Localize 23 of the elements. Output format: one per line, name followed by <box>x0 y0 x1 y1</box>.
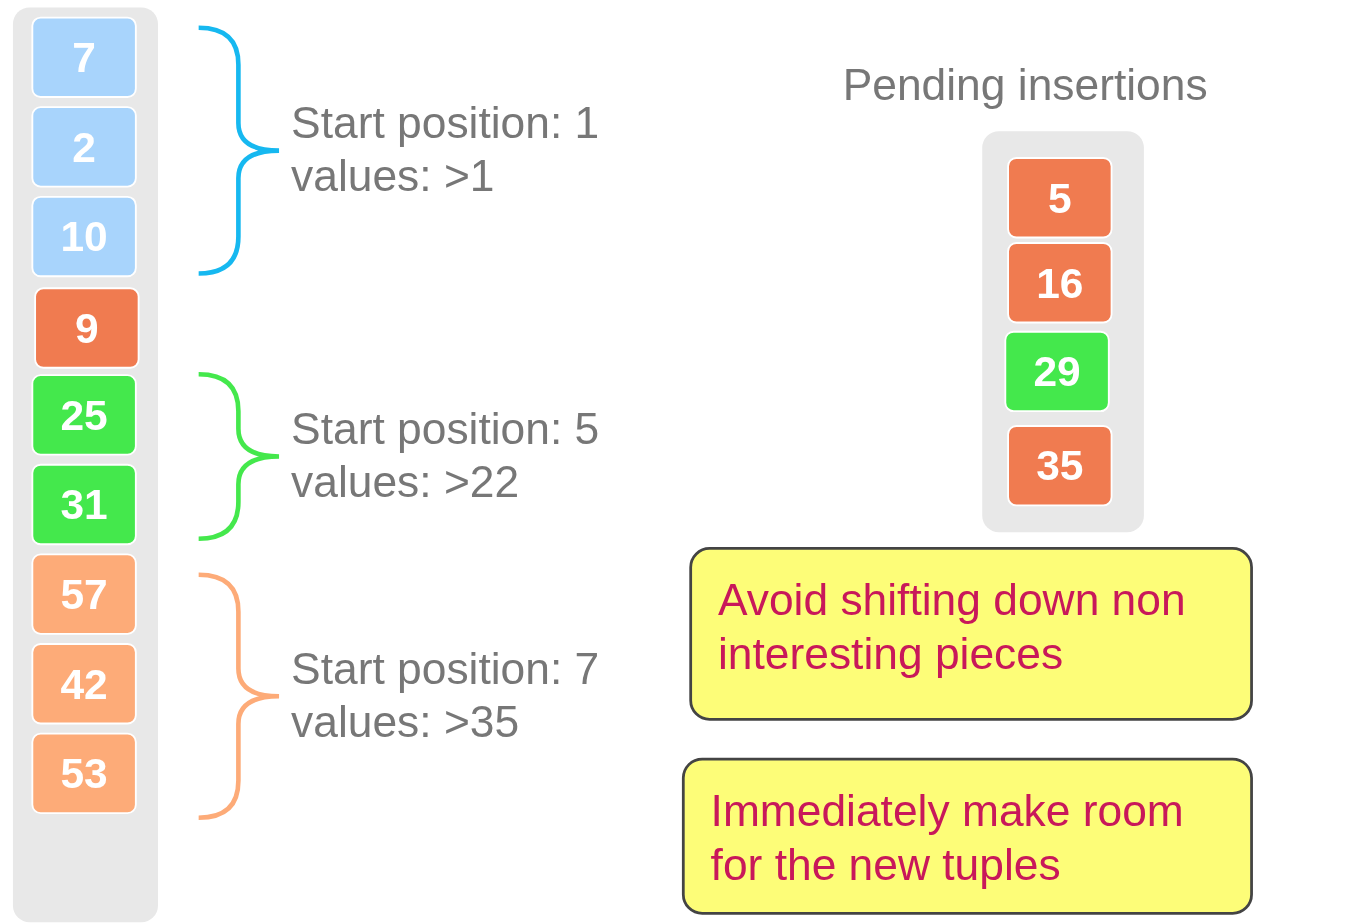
column-panel <box>12 7 158 923</box>
value-tile: 53 <box>31 732 137 815</box>
value-tile: 9 <box>34 287 140 369</box>
value-tile: 57 <box>31 553 137 635</box>
value-tile: 25 <box>31 374 137 456</box>
value-tile: 10 <box>31 195 137 278</box>
range-note: Start position: 7 <box>291 643 600 695</box>
range-note: Start position: 1 <box>291 96 600 149</box>
value-tile: 31 <box>31 463 137 546</box>
value-tile: 7 <box>31 16 137 98</box>
value-tile: 42 <box>31 643 137 725</box>
range-note: values: >35 <box>291 696 520 749</box>
value-tile: 16 <box>1007 242 1113 324</box>
range-note: Start position: 5 <box>291 402 600 455</box>
value-tile: 29 <box>1004 330 1110 413</box>
value-tile: 5 <box>1007 157 1113 239</box>
range-note: values: >22 <box>291 456 520 509</box>
value-tile: 35 <box>1007 425 1113 507</box>
note-box: Avoid shifting down non interesting pieces <box>689 547 1253 721</box>
panel-heading: Pending insertions <box>842 59 1208 110</box>
value-tile: 2 <box>31 106 137 188</box>
note-box: Immediately make room for the new tuples <box>681 757 1253 915</box>
range-note: values: >1 <box>291 150 495 203</box>
